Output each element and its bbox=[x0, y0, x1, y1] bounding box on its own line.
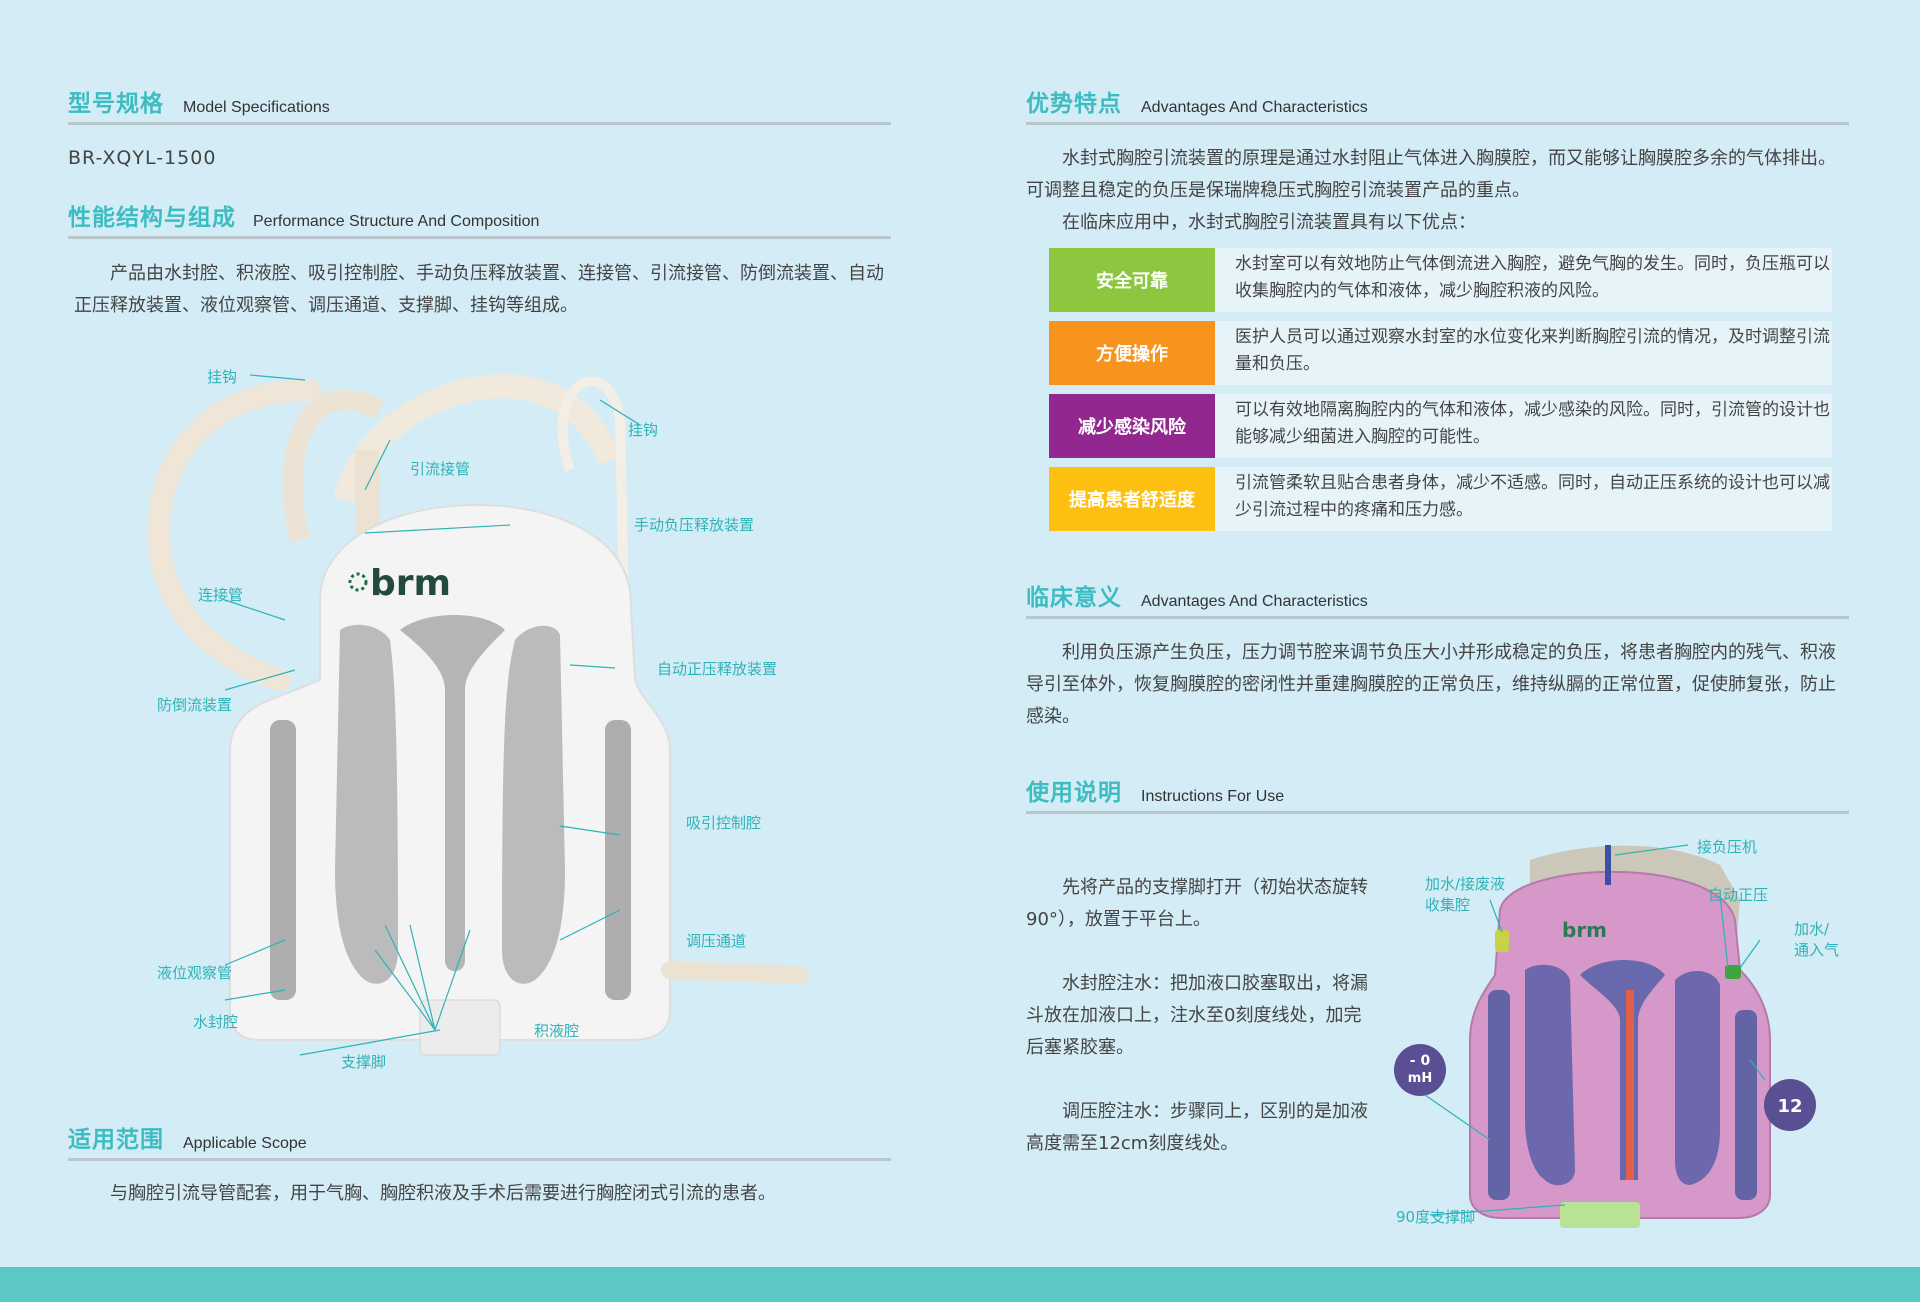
advantages-paragraph-2: 在临床应用中，水封式胸腔引流装置具有以下优点： bbox=[1062, 212, 1476, 233]
section-title-en: Advantages And Characteristics bbox=[1141, 99, 1368, 116]
instructions-illustration: - 0 mH 12 brm bbox=[1394, 844, 1816, 1228]
section-title-en: Advantages And Characteristics bbox=[1141, 593, 1368, 610]
label-add-air-2: 通入气 bbox=[1794, 941, 1840, 959]
performance-text: 产品由水封腔、积液腔、吸引控制腔、手动负压释放装置、连接管、引流接管、防倒流装置… bbox=[74, 258, 894, 322]
model-number: BR-XQYL-1500 bbox=[68, 147, 217, 169]
advantage-row: 减少感染风险 可以有效地隔离胸腔内的气体和液体，减少感染的风险。同时，引流管的设… bbox=[1049, 394, 1832, 458]
section-header-model: 型号规格 Model Specifications bbox=[68, 86, 891, 125]
label-collection: 积液腔 bbox=[534, 1022, 580, 1040]
section-title-en: Applicable Scope bbox=[183, 1135, 307, 1152]
label-hook-right: 挂钩 bbox=[628, 421, 659, 439]
section-title-en: Model Specifications bbox=[183, 99, 330, 116]
label-support-foot: 支撑脚 bbox=[341, 1053, 387, 1071]
advantage-description: 可以有效地隔离胸腔内的气体和液体，减少感染的风险。同时，引流管的设计也能够减少细… bbox=[1215, 394, 1832, 458]
scope-paragraph: 与胸腔引流导管配套，用于气胸、胸腔积液及手术后需要进行胸腔闭式引流的患者。 bbox=[110, 1183, 776, 1204]
clinical-text: 利用负压源产生负压，压力调节腔来调节负压大小并形成稳定的负压，将患者胸腔内的残气… bbox=[1026, 637, 1846, 733]
product-illustration: brm bbox=[147, 374, 809, 1056]
brand-logo-small: brm bbox=[1562, 918, 1607, 942]
section-header-performance: 性能结构与组成 Performance Structure And Compos… bbox=[68, 200, 891, 239]
section-title-zh: 型号规格 bbox=[68, 91, 164, 117]
advantage-description: 水封室可以有效地防止气体倒流进入胸腔，避免气胸的发生。同时，负压瓶可以收集胸腔内… bbox=[1215, 248, 1832, 312]
clinical-paragraph: 利用负压源产生负压，压力调节腔来调节负压大小并形成稳定的负压，将患者胸腔内的残气… bbox=[1026, 642, 1836, 727]
label-neg-pressure: 接负压机 bbox=[1697, 838, 1758, 856]
label-suction-chamber: 吸引控制腔 bbox=[686, 814, 762, 832]
section-title-en: Performance Structure And Composition bbox=[253, 213, 540, 230]
advantage-description: 医护人员可以通过观察水封室的水位变化来判断胸腔引流的情况，及时调整引流量和负压。 bbox=[1215, 321, 1832, 385]
advantage-row: 提高患者舒适度 引流管柔软且贴合患者身体，减少不适感。同时，自动正压系统的设计也… bbox=[1049, 467, 1832, 531]
instructions-step-1: 先将产品的支撑脚打开（初始状态旋转90°），放置于平台上。 bbox=[1026, 877, 1368, 930]
label-pressure-channel: 调压通道 bbox=[686, 932, 747, 950]
label-water-seal: 水封腔 bbox=[193, 1013, 239, 1031]
section-header-scope: 适用范围 Applicable Scope bbox=[68, 1122, 891, 1161]
section-title-zh: 性能结构与组成 bbox=[68, 205, 236, 231]
section-header-advantages: 优势特点 Advantages And Characteristics bbox=[1026, 86, 1849, 125]
label-add-air-1: 加水/ bbox=[1794, 920, 1830, 938]
label-level-tube: 液位观察管 bbox=[157, 964, 233, 982]
advantage-row: 安全可靠 水封室可以有效地防止气体倒流进入胸腔，避免气胸的发生。同时，负压瓶可以… bbox=[1049, 248, 1832, 312]
instructions-step-3: 调压腔注水：步骤同上，区别的是加液高度需至12cm刻度线处。 bbox=[1026, 1101, 1368, 1154]
label-add-water-1: 加水/接废液 bbox=[1425, 875, 1506, 893]
label-connect-tube: 连接管 bbox=[198, 586, 244, 604]
performance-paragraph: 产品由水封腔、积液腔、吸引控制腔、手动负压释放装置、连接管、引流接管、防倒流装置… bbox=[74, 263, 884, 316]
advantage-row: 方便操作 医护人员可以通过观察水封室的水位变化来判断胸腔引流的情况，及时调整引流… bbox=[1049, 321, 1832, 385]
brand-logo: brm bbox=[370, 563, 451, 604]
label-hook-left: 挂钩 bbox=[207, 368, 238, 386]
advantage-badge: 方便操作 bbox=[1049, 321, 1215, 385]
label-auto-positive: 自动正压 bbox=[1708, 886, 1769, 904]
section-title-en: Instructions For Use bbox=[1141, 788, 1285, 805]
gauge-reading-right: 12 bbox=[1777, 1096, 1802, 1117]
gauge-reading-left-2: mH bbox=[1408, 1071, 1432, 1086]
label-support-foot-90: 90度支撑脚 bbox=[1396, 1208, 1476, 1226]
advantages-paragraph-1: 水封式胸腔引流装置的原理是通过水封阻止气体进入胸膜腔，而又能够让胸膜腔多余的气体… bbox=[1026, 148, 1836, 201]
label-backflow: 防倒流装置 bbox=[157, 696, 233, 714]
label-manual-release: 手动负压释放装置 bbox=[634, 516, 755, 534]
advantage-description: 引流管柔软且贴合患者身体，减少不适感。同时，自动正压系统的设计也可以减少引流过程… bbox=[1215, 467, 1832, 531]
label-drain-tube: 引流接管 bbox=[410, 460, 471, 478]
section-title-zh: 使用说明 bbox=[1026, 780, 1122, 806]
section-title-zh: 临床意义 bbox=[1026, 585, 1122, 611]
advantages-text: 水封式胸腔引流装置的原理是通过水封阻止气体进入胸膜腔，而又能够让胸膜腔多余的气体… bbox=[1026, 143, 1846, 239]
advantage-badge: 提高患者舒适度 bbox=[1049, 467, 1215, 531]
section-header-instructions: 使用说明 Instructions For Use bbox=[1026, 775, 1849, 814]
gauge-reading-left-1: - 0 bbox=[1410, 1053, 1431, 1069]
label-add-water-2: 收集腔 bbox=[1425, 896, 1471, 914]
footer-bar bbox=[0, 1267, 1920, 1302]
instructions-step-2: 水封腔注水：把加液口胶塞取出，将漏斗放在加液口上，注水至0刻度线处，加完后塞紧胶… bbox=[1026, 973, 1368, 1058]
section-title-zh: 优势特点 bbox=[1026, 91, 1122, 117]
advantage-badge: 安全可靠 bbox=[1049, 248, 1215, 312]
label-auto-release: 自动正压释放装置 bbox=[657, 660, 778, 678]
section-header-clinical: 临床意义 Advantages And Characteristics bbox=[1026, 580, 1849, 619]
scope-text: 与胸腔引流导管配套，用于气胸、胸腔积液及手术后需要进行胸腔闭式引流的患者。 bbox=[74, 1178, 894, 1210]
instructions-text: 先将产品的支撑脚打开（初始状态旋转90°），放置于平台上。 水封腔注水：把加液口… bbox=[1026, 872, 1368, 1160]
section-title-zh: 适用范围 bbox=[68, 1127, 164, 1153]
advantage-badge: 减少感染风险 bbox=[1049, 394, 1215, 458]
